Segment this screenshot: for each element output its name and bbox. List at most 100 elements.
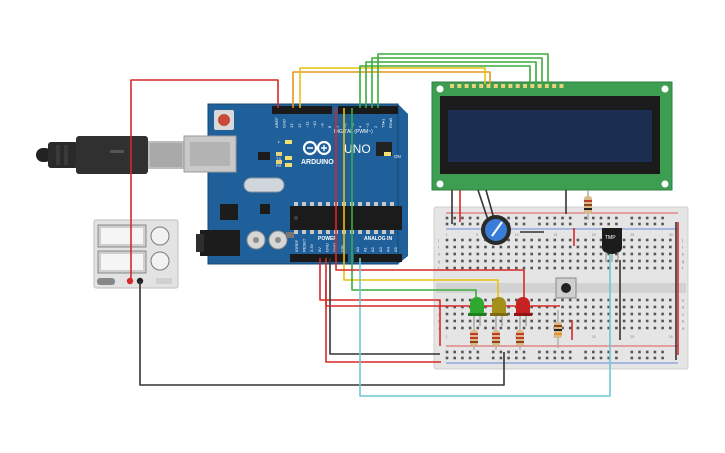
led-green — [468, 297, 486, 326]
column-number: 15 — [553, 233, 557, 237]
pin-label: ~9 — [320, 123, 325, 128]
wire-red-supply — [130, 79, 279, 281]
wire-orange-lcd — [292, 71, 491, 108]
pin-label: A0 — [355, 246, 360, 252]
pin-label: RESET — [302, 238, 307, 252]
row-letter: a — [682, 326, 685, 331]
pin-label: AREF — [274, 117, 279, 128]
arduino-tx-label: TX — [276, 156, 281, 161]
resistor-lcd — [584, 190, 592, 220]
column-number: 10 — [515, 233, 519, 237]
power-supply — [93, 219, 179, 289]
pin-label: 12 — [297, 123, 302, 128]
row-letter: f — [682, 266, 684, 271]
lcd-display — [431, 81, 673, 191]
pin-label: A1 — [363, 246, 368, 252]
row-letter: g — [438, 259, 440, 264]
pin-label: ~3 — [365, 123, 370, 128]
pin-label: 3.3V — [309, 243, 314, 252]
row-letter: i — [438, 245, 439, 250]
pin-label: GND — [332, 243, 337, 252]
column-number: 1 — [446, 233, 448, 237]
wire-cyan-sensor — [359, 250, 611, 397]
row-letter: h — [682, 252, 684, 257]
pin-label: ~10 — [312, 120, 317, 128]
wire-red-led — [335, 108, 525, 298]
lcd-pin-header — [450, 84, 564, 88]
arduino-brand-label: ARDUINO — [301, 159, 334, 166]
pin-label: ~11 — [304, 121, 309, 128]
row-letter: h — [438, 252, 440, 257]
resistor-button — [554, 310, 562, 348]
row-letter: i — [682, 245, 683, 250]
pin-label: A2 — [370, 246, 375, 252]
pin-label: RX◂0 — [388, 117, 393, 128]
row-letter: g — [682, 259, 684, 264]
wire-green-lcd-4 — [377, 53, 549, 108]
pin-label: GND — [282, 119, 287, 128]
row-letter: d — [682, 305, 684, 310]
pin-label: IOREF — [294, 239, 299, 252]
pin-label: GND — [324, 243, 329, 252]
wire-green-lcd-2 — [365, 61, 537, 108]
column-number: 25 — [630, 233, 634, 237]
row-letter: d — [438, 305, 440, 310]
pin-label: TX▸1 — [380, 118, 385, 128]
column-number: 5 — [476, 233, 478, 237]
wire-yellow-led — [343, 108, 499, 300]
wire-green-led — [351, 108, 477, 300]
row-letter: e — [682, 298, 685, 303]
row-letter: b — [682, 319, 685, 324]
arduino-power-label: POWER — [318, 236, 337, 242]
wire-green-lcd-1 — [359, 65, 531, 108]
wire-black-supply — [139, 281, 505, 386]
column-number: 20 — [592, 233, 596, 237]
pin-label: A4 — [385, 246, 390, 252]
arduino-rx-label: RX — [276, 163, 282, 168]
pin-label: A3 — [378, 246, 383, 252]
pin-label: 4 — [358, 125, 363, 128]
row-letter: j — [437, 238, 439, 243]
wires — [130, 53, 679, 397]
row-letter: f — [438, 266, 440, 271]
led-yellow — [490, 297, 508, 326]
wire-red-5v — [319, 258, 441, 346]
row-letter: c — [682, 312, 684, 317]
arduino-analog-label: ANALOG IN — [364, 236, 392, 242]
column-number: 30 — [669, 335, 673, 339]
potentiometer — [481, 215, 511, 245]
pin-label: 8 — [327, 125, 332, 128]
pin-label: A5 — [393, 246, 398, 252]
arduino-l-label: L — [278, 139, 281, 144]
column-number: 20 — [592, 335, 596, 339]
pin-label: 5V — [317, 247, 322, 252]
resistor-green-led — [470, 326, 478, 350]
push-button — [555, 277, 577, 299]
usb-cable — [36, 136, 184, 174]
pin-label: VIN — [340, 245, 345, 252]
row-letter: c — [438, 312, 440, 317]
pin-label: ~6 — [342, 123, 347, 128]
wire-green-lcd-3 — [371, 57, 543, 108]
pin-label: 2 — [373, 125, 378, 128]
led-red — [514, 297, 532, 326]
column-number: 30 — [669, 233, 673, 237]
arduino-model-label: UNO — [344, 142, 371, 156]
column-number: 1 — [446, 335, 448, 339]
pin-label: 7 — [335, 125, 340, 128]
resistor-yellow-led — [492, 326, 500, 350]
temperature-sensor — [602, 228, 622, 262]
resistor-red-led — [516, 326, 524, 350]
pin-label: 13 — [289, 123, 294, 128]
arduino-digital-label: DIGITAL (PWM~) — [334, 129, 373, 135]
arduino-uno-board — [183, 103, 408, 265]
wire-yellow-lcd — [299, 67, 486, 108]
column-number: 25 — [630, 335, 634, 339]
arduino-on-label: ON — [394, 154, 401, 159]
wire-black-gnd — [329, 258, 440, 355]
tmp-sensor-label: TMP — [605, 235, 616, 241]
